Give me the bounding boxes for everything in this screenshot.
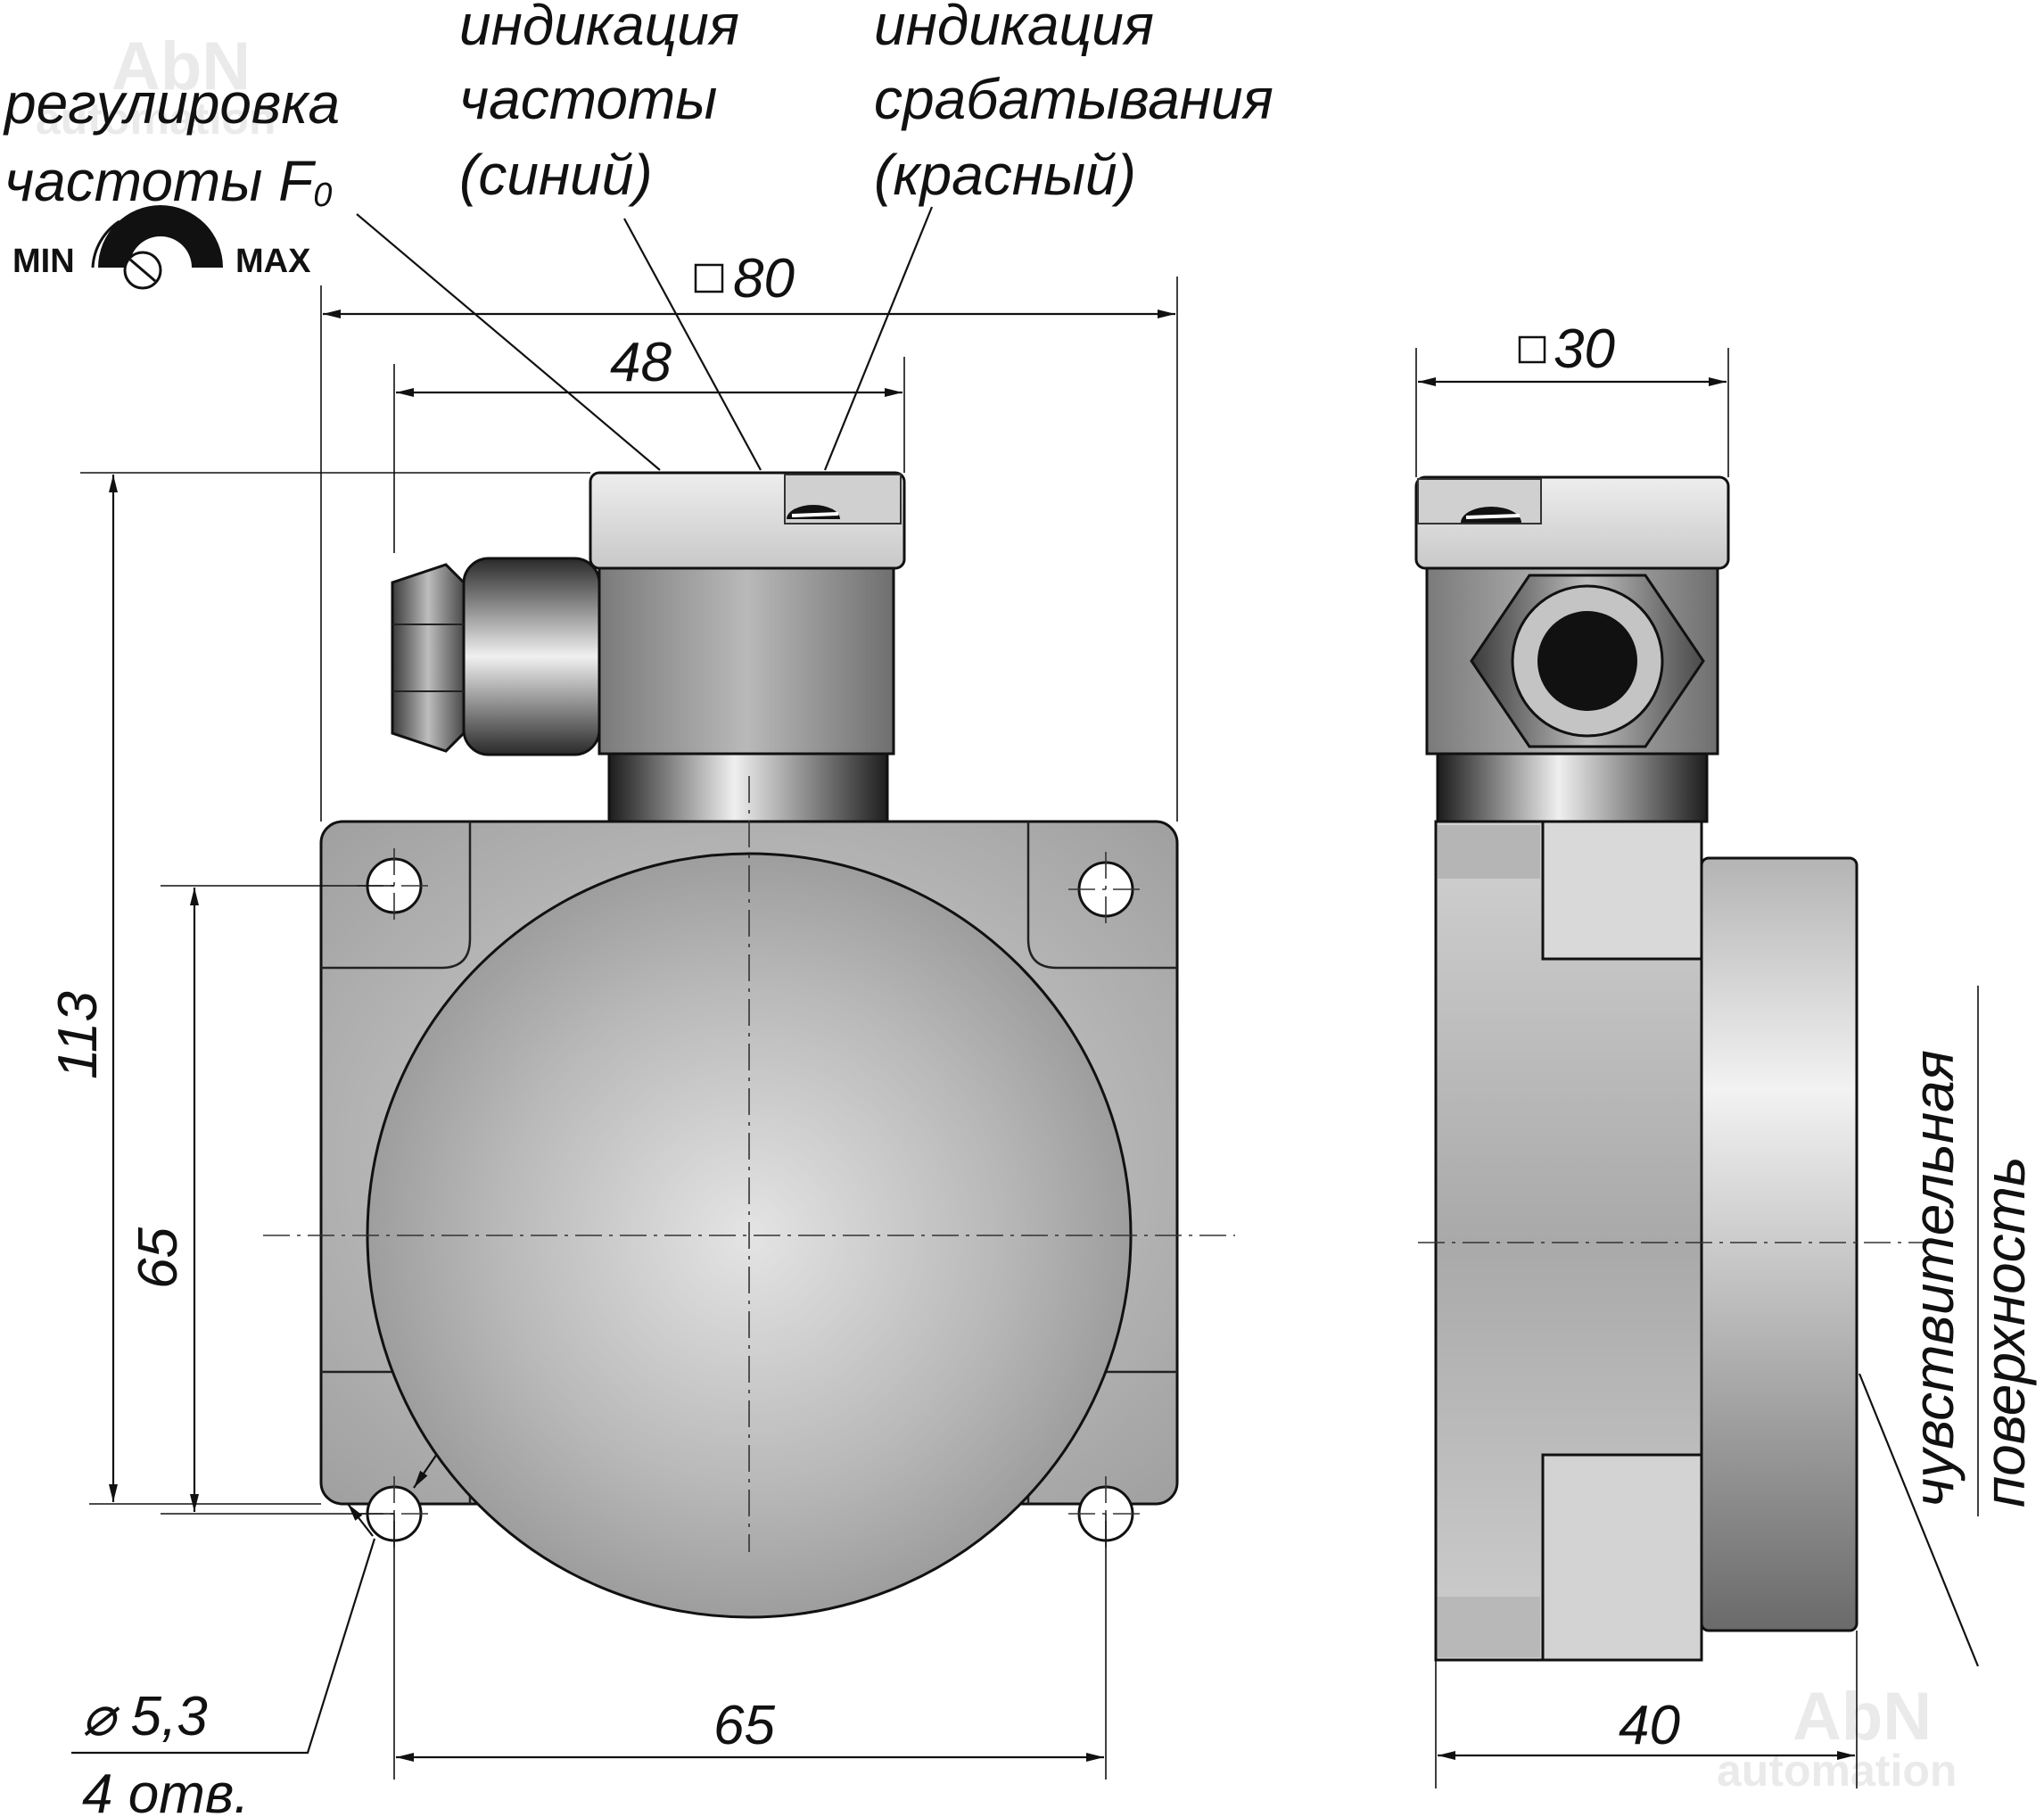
- svg-text:65: 65: [713, 1695, 775, 1756]
- head-body: [598, 566, 895, 756]
- svg-text:срабатывания: срабатывания: [874, 67, 1273, 131]
- svg-text:AbN: AbN: [111, 29, 251, 104]
- svg-text:чувствительная: чувствительная: [1901, 1050, 1966, 1507]
- cable-gland-body: [462, 557, 601, 756]
- dim-113: 113: [47, 472, 590, 1505]
- svg-text:поверхность: поверхность: [1973, 1156, 2037, 1507]
- svg-text:113: 113: [47, 991, 109, 1079]
- cable-icon: [1537, 611, 1637, 711]
- callout-trigger-indicator: индикация срабатывания (красный): [823, 0, 1273, 471]
- svg-text:MAX: MAX: [235, 243, 311, 280]
- dim-65-horizontal: 65: [393, 1514, 1107, 1780]
- svg-text:30: 30: [1554, 318, 1615, 380]
- svg-text:(красный): (красный): [874, 143, 1136, 207]
- svg-text:48: 48: [610, 332, 672, 393]
- svg-text:(синий): (синий): [459, 143, 653, 207]
- svg-text:⌀ 5,3: ⌀ 5,3: [82, 1686, 208, 1747]
- dim-30: 30: [1415, 318, 1729, 477]
- svg-text:80: 80: [733, 248, 795, 310]
- svg-text:40: 40: [1619, 1695, 1680, 1756]
- svg-text:automation: automation: [36, 94, 276, 144]
- svg-text:регулировка: регулировка: [3, 71, 340, 136]
- watermark-bottom: AbN automation: [1717, 1679, 1957, 1796]
- svg-text:automation: automation: [1717, 1746, 1957, 1796]
- side-led-icon: [1461, 507, 1521, 523]
- side-flange-top: [1541, 820, 1703, 961]
- dim-80: 80: [320, 248, 1178, 822]
- callout-frequency-indicator: индикация частоты (синий): [459, 0, 762, 471]
- svg-text:4 отв.: 4 отв.: [82, 1763, 249, 1817]
- dim-40: 40: [1435, 1631, 1858, 1788]
- svg-text:AbN: AbN: [1793, 1679, 1932, 1755]
- side-view: [1414, 475, 1859, 1662]
- sensing-face: [1700, 856, 1859, 1632]
- side-neck: [1436, 752, 1709, 823]
- dim-hole-diameter: ⌀ 5,3 4 отв.: [71, 1453, 438, 1817]
- svg-text:MIN: MIN: [12, 243, 75, 280]
- cable-gland-nut: [391, 563, 466, 753]
- knob-icon: [91, 205, 223, 290]
- svg-text:индикация: индикация: [874, 0, 1154, 57]
- callout-sensing-surface: чувствительная поверхность: [1858, 986, 2037, 1667]
- svg-text:65: 65: [128, 1227, 189, 1289]
- dim-48: 48: [393, 332, 905, 553]
- corner-pocket-tr: [1026, 822, 1177, 970]
- led-indicator-icon: [787, 505, 840, 519]
- svg-text:частоты F0: частоты F0: [4, 149, 332, 214]
- side-flange-bottom: [1541, 1453, 1703, 1662]
- svg-text:индикация: индикация: [459, 0, 739, 57]
- callout-frequency-adjust: регулировка частоты F0 MIN MAX: [3, 71, 661, 471]
- svg-text:частоты: частоты: [459, 67, 717, 131]
- watermark-top: AbN automation: [36, 29, 276, 144]
- corner-pocket-tl: [321, 822, 472, 970]
- neck: [607, 752, 889, 823]
